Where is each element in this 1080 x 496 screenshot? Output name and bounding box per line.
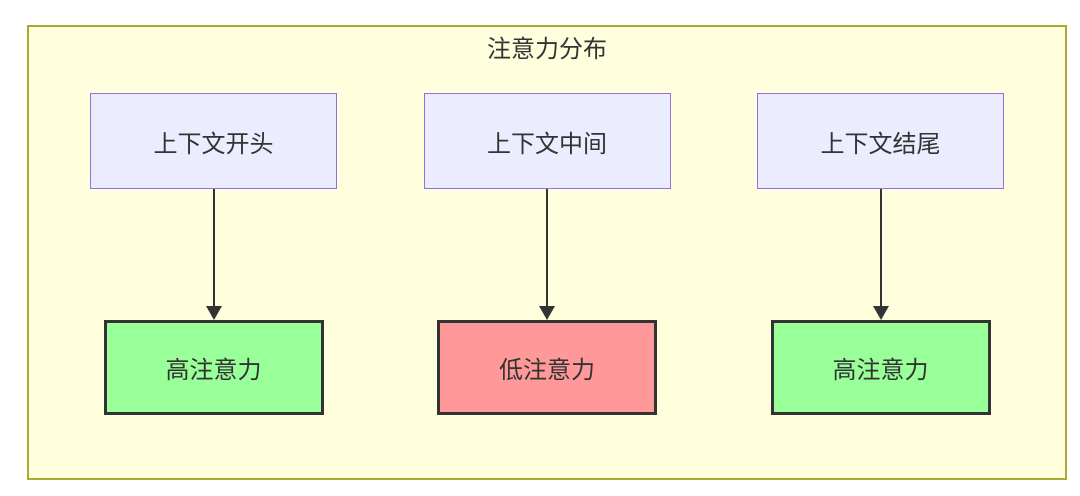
diagram-title: 注意力分布	[487, 36, 607, 63]
diagram-columns: 上下文开头 高注意力 上下文中间 低注意力 上下文结尾 高注意力	[29, 93, 1065, 415]
attention-distribution-subgraph: 注意力分布 上下文开头 高注意力 上下文中间 低注意力 上下文结尾 高注	[27, 25, 1067, 480]
arrow-end-to-result	[872, 189, 889, 320]
arrow-beginning-to-result	[205, 189, 222, 320]
node-high-attention-left: 高注意力	[103, 320, 324, 415]
node-low-attention: 低注意力	[437, 320, 657, 415]
arrow-line	[546, 189, 548, 306]
arrow-head-icon	[205, 306, 222, 320]
column-context-middle: 上下文中间 低注意力	[423, 93, 671, 415]
arrow-middle-to-result	[539, 189, 555, 320]
node-context-middle: 上下文中间	[423, 93, 671, 189]
arrow-head-icon	[539, 306, 555, 320]
arrow-line	[879, 189, 882, 306]
node-context-end: 上下文结尾	[757, 93, 1004, 189]
node-context-beginning: 上下文开头	[90, 93, 337, 189]
column-context-beginning: 上下文开头 高注意力	[90, 93, 337, 415]
arrow-line	[212, 189, 215, 306]
column-context-end: 上下文结尾 高注意力	[757, 93, 1004, 415]
node-high-attention-right: 高注意力	[770, 320, 991, 415]
arrow-head-icon	[872, 306, 889, 320]
